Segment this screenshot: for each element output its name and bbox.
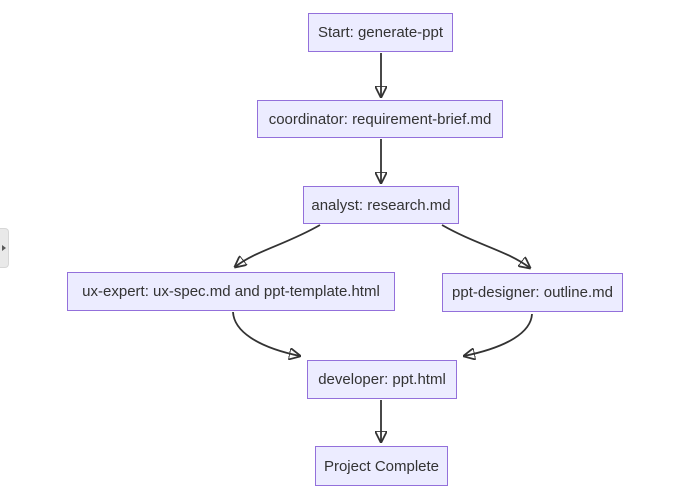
edge-analyst-ppt-designer [441,224,530,268]
node-ppt-designer: ppt-designer: outline.md [442,273,623,312]
node-project-complete: Project Complete [315,446,448,486]
node-developer: developer: ppt.html [307,360,457,399]
edge-ppt-designer-developer [464,313,533,356]
node-start: Start: generate-ppt [308,13,453,52]
chevron-right-icon [2,245,6,251]
node-coordinator: coordinator: requirement-brief.md [257,100,503,138]
edge-analyst-ux-expert [235,224,321,267]
node-ux-expert: ux-expert: ux-spec.md and ppt-template.h… [67,272,395,311]
edge-ux-expert-developer [232,311,300,356]
side-panel-toggle[interactable] [0,228,9,268]
node-analyst: analyst: research.md [303,186,459,224]
